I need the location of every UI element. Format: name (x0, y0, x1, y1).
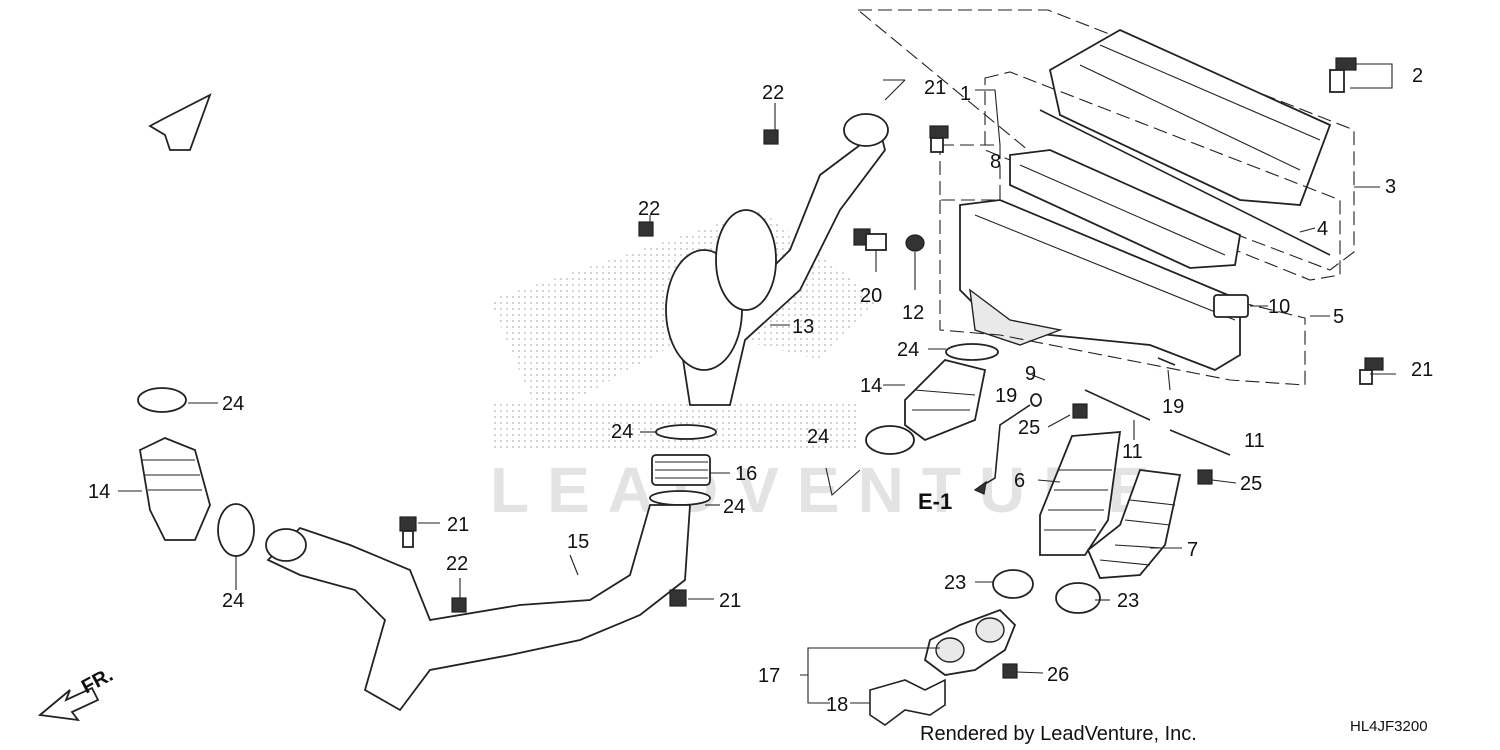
callout-1: 1 (960, 83, 971, 105)
callout-6: 6 (1014, 470, 1025, 492)
callout-16: 16 (735, 463, 757, 485)
callout-25-a: 25 (1018, 417, 1040, 439)
callout-5: 5 (1333, 306, 1344, 328)
callout-17: 17 (758, 665, 780, 687)
callout-23-a: 23 (944, 572, 966, 594)
callout-14-b: 14 (860, 375, 882, 397)
callout-23-b: 23 (1117, 590, 1139, 612)
left-boot-14 (118, 387, 255, 590)
callout-22-c: 22 (446, 553, 468, 575)
callout-19-a: 19 (995, 385, 1017, 407)
callout-21-d: 21 (719, 590, 741, 612)
diagram-code: HL4JF3200 (1350, 718, 1428, 735)
ducts-6-7 (800, 431, 1182, 726)
callout-21-b: 21 (1411, 359, 1433, 381)
callout-22-a: 22 (762, 82, 784, 104)
callout-13: 13 (792, 316, 814, 338)
callout-21-a: 21 (924, 77, 946, 99)
intake-tube-13 (148, 79, 999, 506)
callout-24-c: 24 (897, 339, 919, 361)
callout-24-a: 24 (222, 393, 244, 415)
callout-20: 20 (860, 285, 882, 307)
callout-7: 7 (1187, 539, 1198, 561)
callout-21-c: 21 (447, 514, 469, 536)
callout-9: 9 (1025, 363, 1036, 385)
callout-11-b: 11 (1244, 430, 1265, 452)
callout-22-b: 22 (638, 198, 660, 220)
callout-18: 18 (826, 694, 848, 716)
callout-3: 3 (1385, 176, 1396, 198)
callout-24-e: 24 (611, 421, 633, 443)
callout-19-b: 19 (1162, 396, 1184, 418)
callout-4: 4 (1317, 218, 1328, 240)
callout-14-a: 14 (88, 481, 110, 503)
callout-26: 26 (1047, 664, 1069, 686)
callout-8: 8 (990, 151, 1001, 173)
callout-12: 12 (902, 302, 924, 324)
callout-24-d: 24 (807, 426, 829, 448)
reference-label: E-1 (918, 489, 952, 514)
callout-24-f: 24 (723, 496, 745, 518)
air-cleaner-assembly (853, 9, 1396, 495)
callout-11-a: 11 (1122, 441, 1143, 463)
callout-2: 2 (1412, 65, 1423, 87)
callout-24-b: 24 (222, 590, 244, 612)
callout-15: 15 (567, 531, 589, 553)
front-arrow: FR. (37, 664, 117, 722)
callout-10: 10 (1268, 296, 1290, 318)
footer-credit: Rendered by LeadVenture, Inc. (920, 723, 1197, 745)
callout-25-b: 25 (1240, 473, 1262, 495)
callouts: 1 2 3 4 5 6 7 8 9 10 11 11 12 13 14 14 1… (88, 65, 1433, 716)
duct-15 (265, 504, 714, 712)
